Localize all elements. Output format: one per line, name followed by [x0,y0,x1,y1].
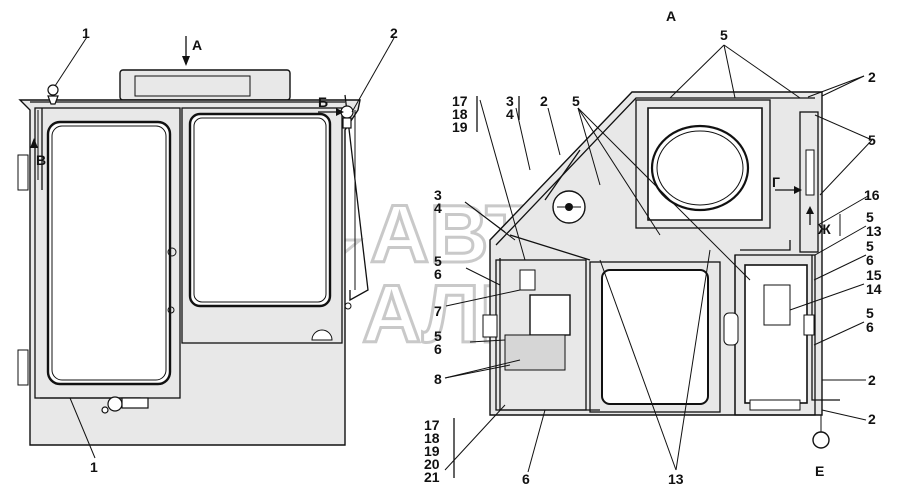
callout-6-bottom: 6 [522,471,530,487]
hinge-upper [17,154,29,191]
callout-5-6d: 6 [866,319,874,335]
door-window [46,120,172,386]
callout-3a: 3 [506,93,514,109]
callout-19a: 19 [452,119,468,135]
harness-upper [509,234,591,261]
right-cab-view: А [424,8,882,487]
top-left-connector [47,84,59,105]
callout-2-diag: 2 [540,93,548,109]
callout-5-6e: 5 [434,253,442,269]
callout-8: 8 [434,371,442,387]
callout-18b: 18 [424,430,440,446]
callout-5-top: 5 [720,27,728,43]
relay-box [529,294,571,336]
harness-diagonal [544,149,581,201]
callout-21: 21 [424,469,440,485]
callout-19b: 19 [424,443,440,459]
view-arrow-a-label: А [192,37,202,53]
callout-20: 20 [424,456,440,472]
relay-right [763,284,791,326]
small-connector [803,314,815,336]
callout-5-13b: 13 [866,223,882,239]
callout-17b: 17 [424,417,440,433]
callout-7: 7 [434,303,442,319]
rear-window-frame [635,99,771,229]
right-leaders [444,44,873,473]
callout-5-right: 5 [868,132,876,148]
callout-g: Г [772,174,780,190]
harness-right-diagonal [344,94,369,302]
right-pillar [799,111,819,253]
view-a-title: А [666,8,676,24]
label-b: Б [318,94,328,110]
callout-5-6f: 6 [434,266,442,282]
filter-left [482,314,498,338]
callout-2-mid: 2 [868,372,876,388]
filter-right [723,312,739,346]
lower-center-window [601,269,709,405]
callout-15: 15 [866,267,882,283]
rear-window-porthole [650,124,750,212]
callout-1-bottom: 1 [90,459,98,475]
wiper-motor [101,396,149,414]
side-frame [181,107,343,344]
callout-2-low: 2 [868,411,876,427]
harness-right [740,240,791,251]
callout-14: 14 [866,281,882,297]
connector-block [519,269,536,291]
callout-e: Е [815,463,824,479]
callout-5-6g: 5 [434,328,442,344]
callout-13: 13 [668,471,684,487]
callout-zh: Ж [817,221,831,237]
callout-5-6c: 5 [866,305,874,321]
label-v: В [36,152,46,168]
callout-4a: 4 [506,106,514,122]
side-lamp [311,329,333,341]
left-cab-view: А Б В 1 2 1 [17,25,398,475]
callout-5-6b: 6 [866,252,874,268]
callout-5-diag: 5 [572,93,580,109]
callout-4b: 4 [434,200,442,216]
callout-17a: 17 [452,93,468,109]
control-block [504,334,566,371]
hinge-lower [17,349,29,386]
callout-18a: 18 [452,106,468,122]
callout-1-top: 1 [82,25,90,41]
socket-e [812,431,830,449]
roof-hatch-inner [134,75,251,97]
callout-2-top: 2 [390,25,398,41]
callout-2-topright: 2 [868,69,876,85]
right-pillar-lamp [805,149,815,196]
side-window [188,112,332,308]
callout-5-6a: 5 [866,238,874,254]
door-handle [167,247,177,257]
bottom-strip [749,399,801,411]
callout-5-6h: 6 [434,341,442,357]
callout-5-13a: 5 [866,209,874,225]
callout-3b: 3 [434,187,442,203]
top-right-connector [340,105,354,129]
callout-16: 16 [864,187,880,203]
